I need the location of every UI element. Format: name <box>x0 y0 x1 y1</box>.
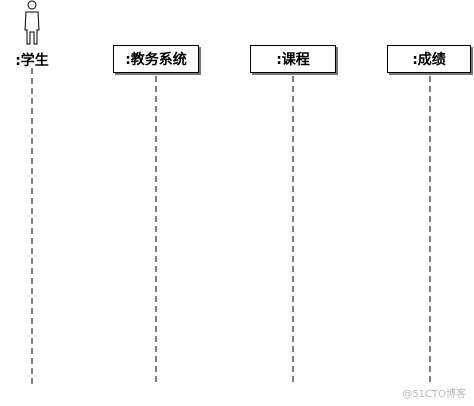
object-box-grade: :成绩 <box>387 45 471 73</box>
object-box-system: :教务系统 <box>113 45 199 73</box>
object-label: :课程 <box>276 52 310 68</box>
actor-stick-figure-icon <box>24 0 40 45</box>
object-label: :教务系统 <box>125 52 187 68</box>
watermark: @51CTO博客 <box>402 389 466 400</box>
object-label: :成绩 <box>412 52 446 68</box>
object-box-course: :课程 <box>250 45 336 73</box>
actor-label: :学生 <box>15 53 49 69</box>
